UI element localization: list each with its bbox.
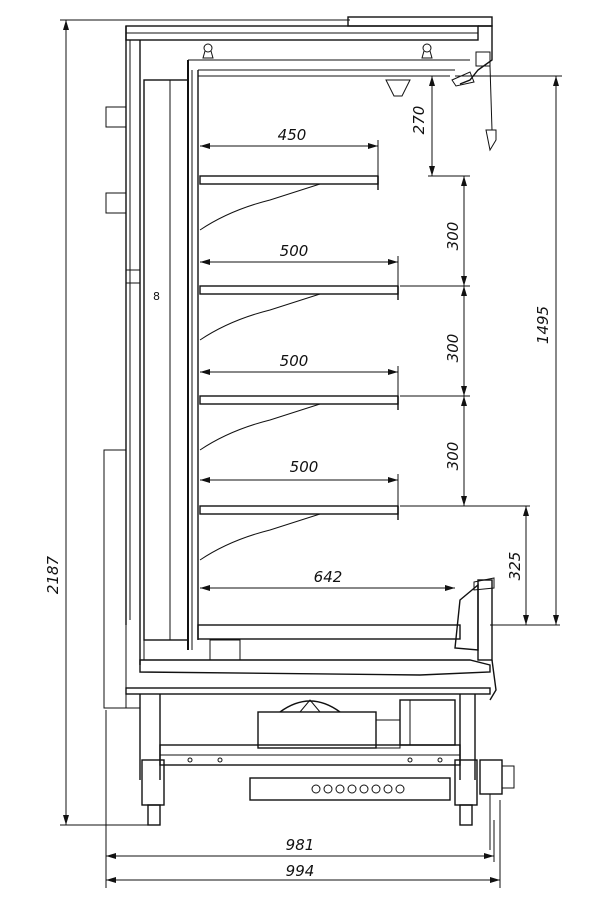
svg-text:8: 8 (153, 290, 160, 303)
dim-bottom-gap: 325 (506, 552, 524, 581)
dim-shelf-depth-top: 450 (278, 126, 307, 144)
dim-shelf-spacing-1: 300 (444, 222, 462, 251)
dim-overall-height: 2187 (44, 555, 62, 594)
dim-width-inner: 981 (286, 836, 315, 854)
shelf-4 (199, 505, 399, 561)
shelf-3 (199, 395, 399, 451)
dim-base-depth: 642 (314, 568, 343, 586)
shelf-1 (199, 175, 379, 231)
dim-shelf-spacing-3: 300 (444, 442, 462, 471)
dim-shelf-depth-3: 500 (280, 352, 309, 370)
dim-shelf-area-height: 1495 (534, 306, 552, 344)
dim-shelf-spacing-2: 300 (444, 334, 462, 363)
dim-width-overall: 994 (286, 862, 315, 880)
arrowheads (63, 20, 559, 883)
dim-top-gap: 270 (410, 106, 428, 135)
dim-shelf-depth-2: 500 (280, 242, 309, 260)
dim-shelf-depth-4: 500 (290, 458, 319, 476)
dimension-lines (60, 19, 562, 888)
shelf-2 (199, 285, 399, 341)
cabinet-body: 8 (103, 16, 515, 850)
